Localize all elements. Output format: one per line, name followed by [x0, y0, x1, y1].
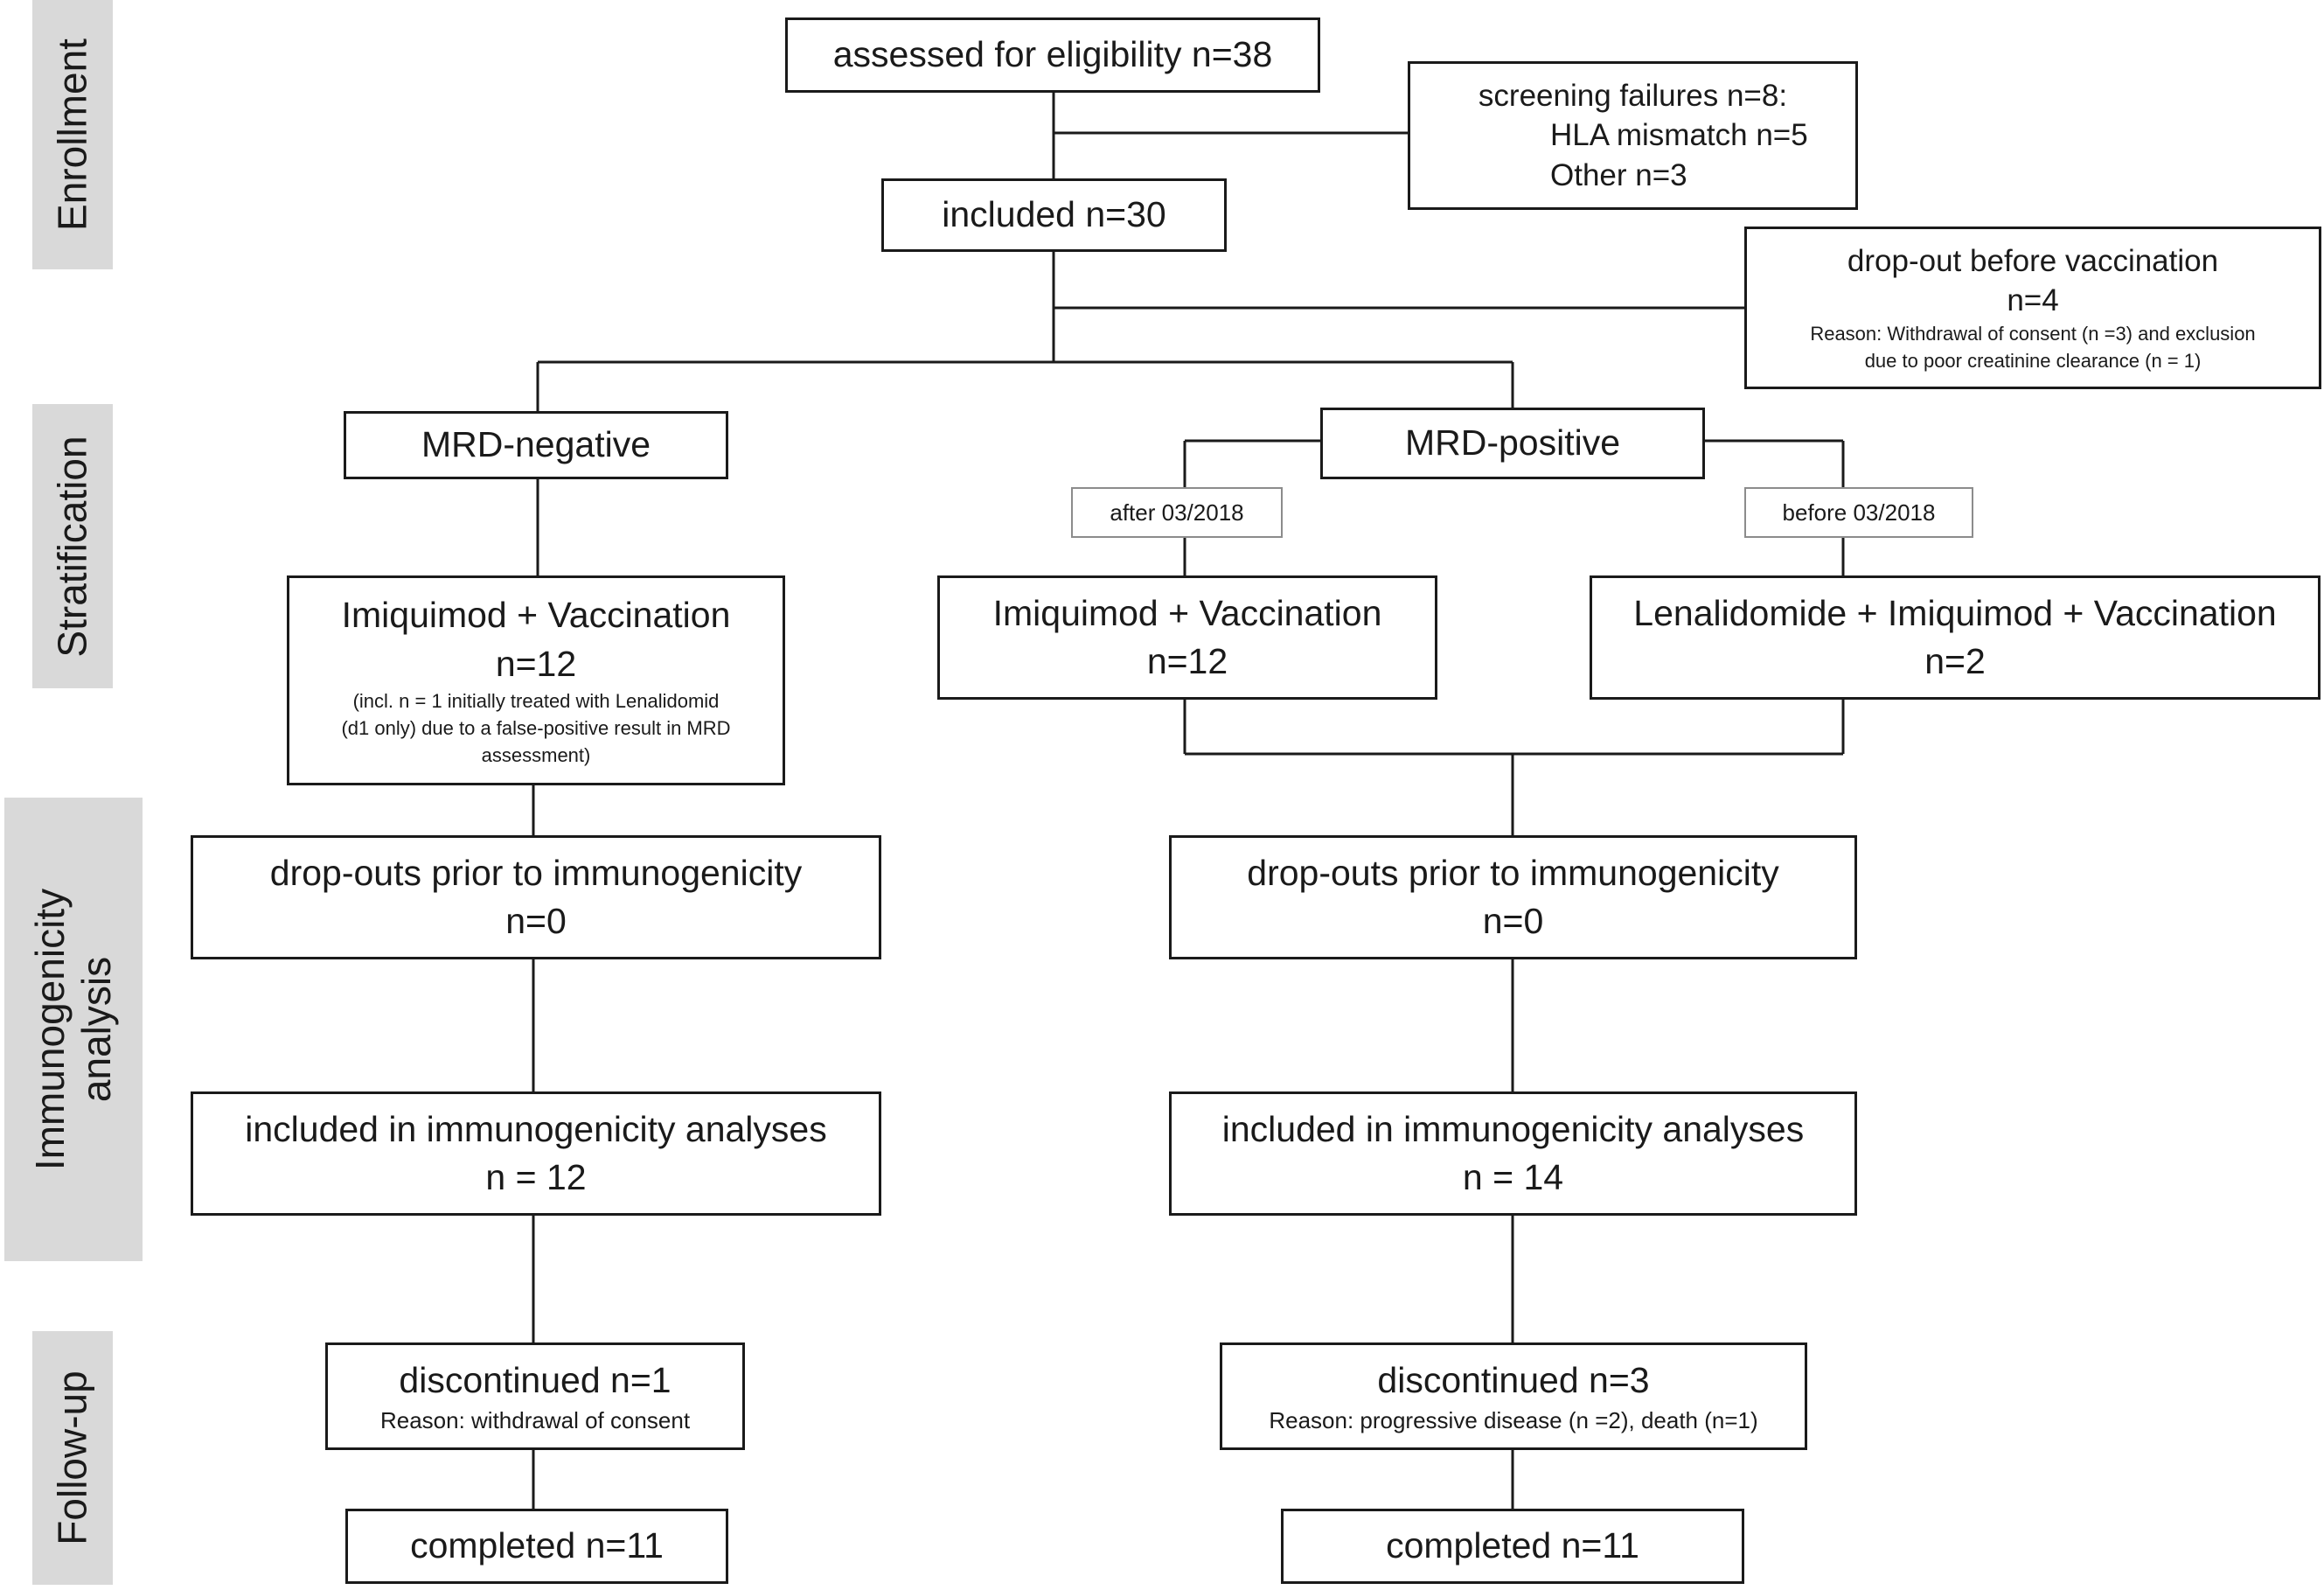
after-date-label: after 03/2018 — [1110, 499, 1244, 526]
pos-arm-n: n=12 — [1146, 641, 1228, 681]
left-completed-box: completed n=11 — [345, 1509, 728, 1584]
before-date-label-box: before 03/2018 — [1744, 487, 1973, 538]
left-dropouts-title: drop-outs prior to immunogenicity — [269, 852, 803, 893]
screening-other: Other n=3 — [1550, 157, 1687, 192]
phase-stratification-label: Stratification — [49, 435, 95, 658]
left-included-title: included in immunogenicity analyses — [245, 1108, 827, 1149]
pos-arm-title: Imiquimod + Vaccination — [992, 592, 1382, 633]
right-included-analysis-box: included in immunogenicity analyses n = … — [1169, 1091, 1857, 1216]
right-included-n: n = 14 — [1462, 1157, 1564, 1197]
neg-arm-note-2: (d1 only) due to a false-positive result… — [341, 716, 731, 739]
assessed-box: assessed for eligibility n=38 — [785, 17, 1320, 93]
right-discontinued-box: discontinued n=3 Reason: progressive dis… — [1220, 1342, 1807, 1450]
neg-arm-n: n=12 — [495, 643, 577, 684]
dropout-n: n=4 — [2007, 283, 2059, 318]
left-dropouts-n: n=0 — [505, 901, 567, 941]
right-completed-box: completed n=11 — [1281, 1509, 1744, 1584]
right-dropouts-n: n=0 — [1482, 901, 1544, 941]
mrd-negative-box: MRD-negative — [344, 411, 728, 479]
len-arm-title: Lenalidomide + Imiquimod + Vaccination — [1633, 592, 2277, 633]
left-discontinued-reason: Reason: withdrawal of consent — [379, 1406, 691, 1433]
neg-arm-note-1: (incl. n = 1 initially treated with Lena… — [352, 690, 720, 713]
phase-enrollment-label: Enrollment — [49, 38, 95, 231]
screening-failures-title: screening failures n=8: — [1478, 78, 1788, 113]
dropout-before-vaccination-box: drop-out before vaccination n=4 Reason: … — [1744, 227, 2321, 389]
phase-follow-up-label: Follow-up — [49, 1370, 95, 1545]
right-discontinued-reason: Reason: progressive disease (n =2), deat… — [1269, 1406, 1758, 1433]
phase-immunogenicity-label-line1: Immunogenicity — [27, 888, 73, 1171]
left-included-n: n = 12 — [485, 1157, 587, 1197]
len-arm-n: n=2 — [1924, 641, 1986, 681]
included-box: included n=30 — [881, 178, 1227, 252]
before-date-label: before 03/2018 — [1782, 499, 1936, 526]
after-date-label-box: after 03/2018 — [1071, 487, 1283, 538]
phase-stratification: Stratification — [32, 404, 113, 688]
phase-immunogenicity: Immunogenicity analysis — [4, 798, 143, 1261]
mrd-positive-arm-box: Imiquimod + Vaccination n=12 — [937, 575, 1437, 700]
phase-follow-up: Follow-up — [32, 1331, 113, 1585]
phase-immunogenicity-label-line2: analysis — [73, 956, 119, 1103]
mrd-negative-arm-box: Imiquimod + Vaccination n=12 (incl. n = … — [287, 575, 785, 785]
right-completed-text: completed n=11 — [1386, 1525, 1639, 1566]
dropout-reason-1: Reason: Withdrawal of consent (n =3) and… — [1810, 322, 2256, 345]
neg-arm-note-3: assessment) — [481, 743, 591, 766]
right-discontinued-text: discontinued n=3 — [1377, 1359, 1650, 1400]
left-discontinued-text: discontinued n=1 — [399, 1359, 671, 1400]
left-dropouts-box: drop-outs prior to immunogenicity n=0 — [191, 835, 881, 959]
neg-arm-title: Imiquimod + Vaccination — [341, 595, 731, 636]
mrd-positive-box: MRD-positive — [1320, 408, 1705, 479]
left-included-analysis-box: included in immunogenicity analyses n = … — [191, 1091, 881, 1216]
dropout-title: drop-out before vaccination — [1847, 243, 2219, 278]
right-included-title: included in immunogenicity analyses — [1221, 1108, 1805, 1149]
phase-immunogenicity-label: Immunogenicity analysis — [27, 889, 120, 1170]
left-completed-text: completed n=11 — [410, 1525, 664, 1566]
dropout-reason-2: due to poor creatinine clearance (n = 1) — [1864, 349, 2202, 372]
right-dropouts-box: drop-outs prior to immunogenicity n=0 — [1169, 835, 1857, 959]
lenalidomide-arm-box: Lenalidomide + Imiquimod + Vaccination n… — [1590, 575, 2321, 700]
phase-enrollment: Enrollment — [32, 0, 113, 269]
screening-failures-box: screening failures n=8: HLA mismatch n=5… — [1408, 61, 1858, 210]
included-text: included n=30 — [942, 194, 1166, 235]
mrd-negative-text: MRD-negative — [421, 424, 651, 465]
right-dropouts-title: drop-outs prior to immunogenicity — [1247, 852, 1779, 893]
assessed-text: assessed for eligibility n=38 — [832, 34, 1273, 75]
screening-hla: HLA mismatch n=5 — [1550, 118, 1808, 153]
mrd-positive-text: MRD-positive — [1404, 422, 1621, 464]
left-discontinued-box: discontinued n=1 Reason: withdrawal of c… — [325, 1342, 745, 1450]
